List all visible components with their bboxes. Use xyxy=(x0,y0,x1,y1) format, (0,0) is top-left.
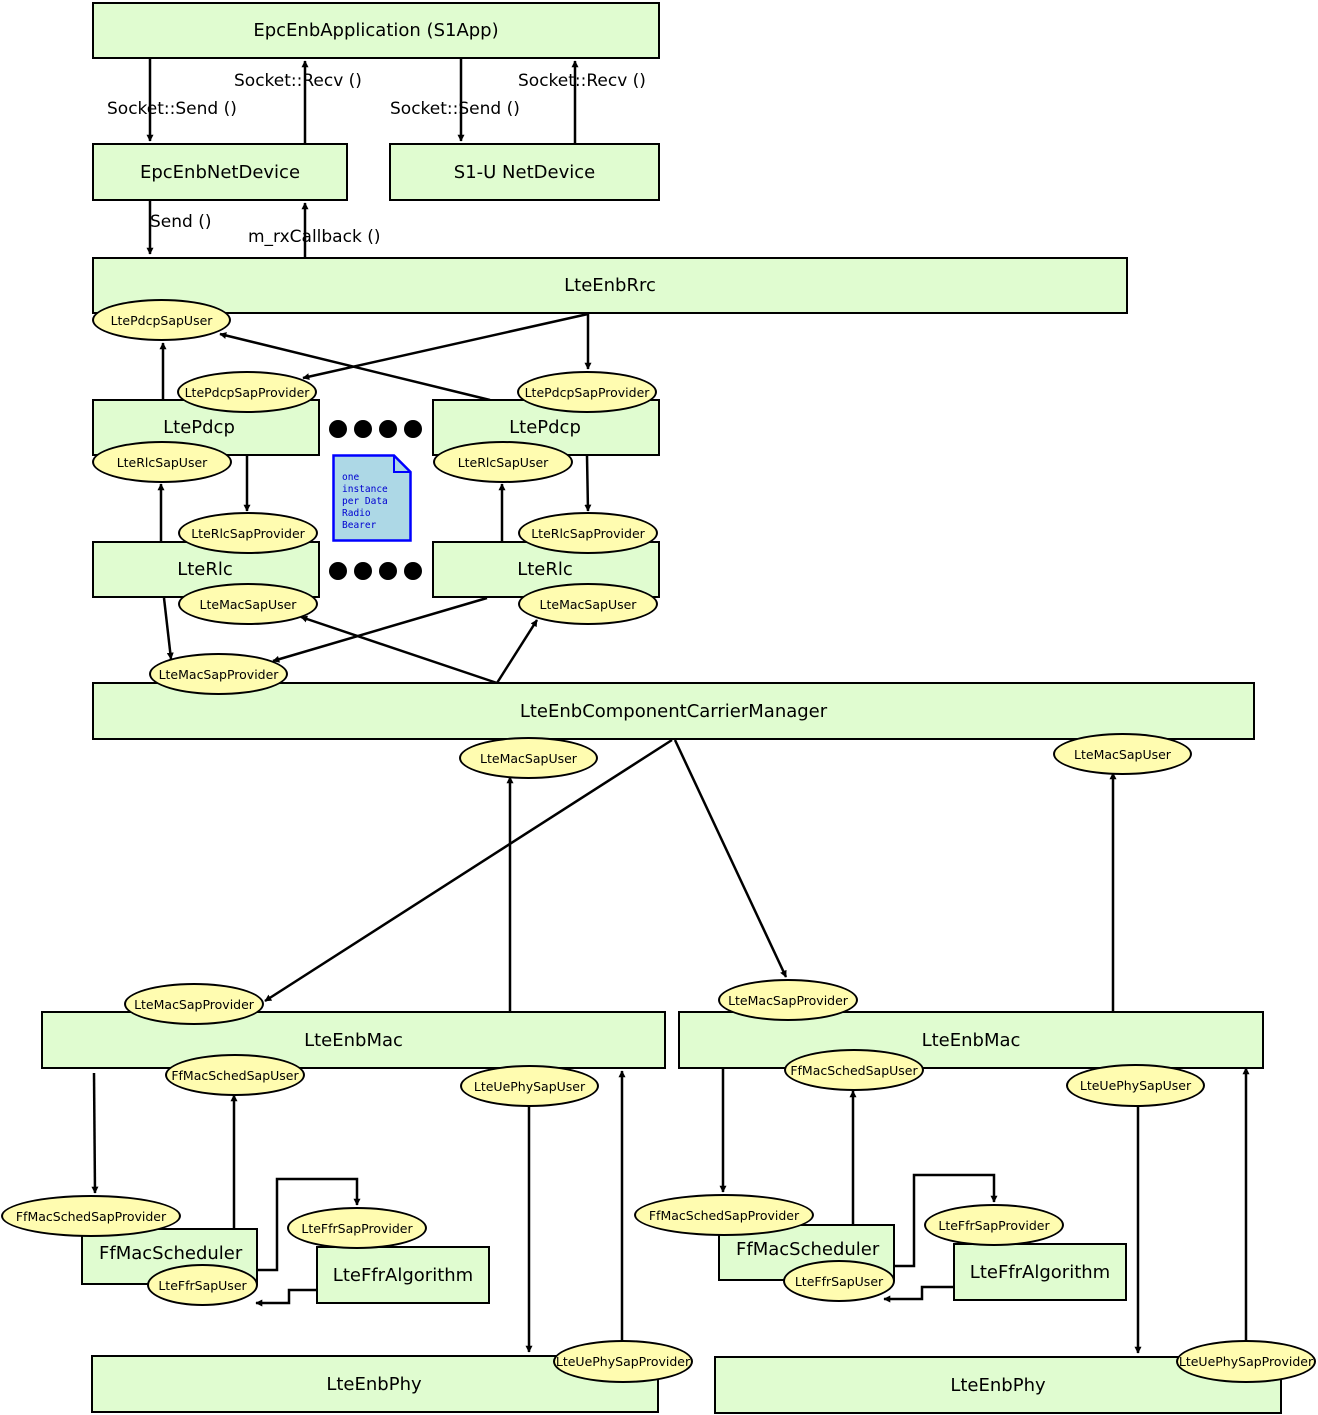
sap-phy-right-provider: LteUePhySapProvider xyxy=(1176,1340,1316,1383)
sap-mac-right-sched-user: FfMacSchedSapUser xyxy=(784,1049,924,1091)
arrow-ccm-to-mac-right xyxy=(673,739,788,978)
dot xyxy=(379,420,397,438)
arrow-pdcp-right-to-rrc xyxy=(219,332,491,402)
arrow-ccm-to-mac-left xyxy=(264,738,673,1003)
sap-rrc-pdcp-user: LtePdcpSapUser xyxy=(92,299,231,341)
box-epc-enb-net-device: EpcEnbNetDevice xyxy=(92,143,348,201)
box-component-carrier-manager: LteEnbComponentCarrierManager xyxy=(92,682,1255,740)
label-socket-recv-left: Socket::Recv () xyxy=(234,71,362,91)
label-socket-send-left: Socket::Send () xyxy=(107,99,237,119)
note-shape xyxy=(332,454,412,542)
box-pdcp-right-label: LtePdcp xyxy=(509,417,581,438)
sap-mac-right-provider: LteMacSapProvider xyxy=(718,979,858,1021)
box-lte-enb-rrc: LteEnbRrc xyxy=(92,257,1128,314)
box-s1app: EpcEnbApplication (S1App) xyxy=(92,2,660,59)
sap-ccm-mac-user-right: LteMacSapUser xyxy=(1053,733,1192,775)
sap-rlc-right-provider: LteRlcSapProvider xyxy=(518,512,658,554)
arrow-ffr-left-to-sched xyxy=(255,1288,316,1307)
sap-ffr-right-provider: LteFfrSapProvider xyxy=(924,1204,1064,1246)
arrow-pdcp-right-to-rlc xyxy=(584,455,592,512)
sap-mac-right-phy-user: LteUePhySapUser xyxy=(1066,1064,1205,1107)
arrow-ffr-right-to-sched xyxy=(883,1285,953,1303)
label-rx-callback: m_rxCallback () xyxy=(248,227,381,247)
label-socket-send-right: Socket::Send () xyxy=(390,99,520,119)
sap-pdcp-left-rlc-user: LteRlcSapUser xyxy=(92,441,232,483)
dot xyxy=(329,562,347,580)
arrow-rlc-right-to-ccm xyxy=(272,596,488,663)
arrow-sched-right-to-ffr xyxy=(895,1173,998,1268)
arrow-sched-left-to-ffr xyxy=(256,1177,361,1272)
box-enb-phy-left-label: LteEnbPhy xyxy=(326,1373,422,1395)
dot xyxy=(354,562,372,580)
ellipsis-dots-rlc xyxy=(329,562,422,580)
box-ffr-right: LteFfrAlgorithm xyxy=(953,1243,1127,1301)
sap-sched-left-provider: FfMacSchedSapProvider xyxy=(1,1195,181,1237)
sap-pdcp-right-rlc-user: LteRlcSapUser xyxy=(433,441,573,483)
sap-mac-left-phy-user: LteUePhySapUser xyxy=(460,1065,599,1107)
box-pdcp-left-label: LtePdcp xyxy=(163,417,235,438)
label-socket-recv-right: Socket::Recv () xyxy=(518,71,646,91)
note-document-icon: one instance per Data Radio Bearer xyxy=(332,454,412,542)
box-scheduler-right-label: FfMacScheduler xyxy=(736,1239,880,1260)
sap-sched-left-ffr-user: LteFfrSapUser xyxy=(147,1264,258,1306)
dot xyxy=(354,420,372,438)
label-send: Send () xyxy=(150,212,212,232)
dot xyxy=(379,562,397,580)
sap-ccm-mac-user-left: LteMacSapUser xyxy=(459,737,598,779)
sap-phy-left-provider: LteUePhySapProvider xyxy=(553,1340,693,1383)
sap-ffr-left-provider: LteFfrSapProvider xyxy=(287,1207,427,1249)
box-rlc-left-label: LteRlc xyxy=(177,559,233,580)
arrow-ccm-to-rlc-right xyxy=(495,619,539,684)
dot xyxy=(329,420,347,438)
arrow-ccm-to-rlc-left xyxy=(300,615,498,685)
box-s1u-net-device: S1-U NetDevice xyxy=(389,143,660,201)
sap-rlc-right-mac-user: LteMacSapUser xyxy=(518,583,658,625)
dot xyxy=(404,562,422,580)
note-text: one instance per Data Radio Bearer xyxy=(342,472,388,531)
sap-sched-right-provider: FfMacSchedSapProvider xyxy=(634,1194,814,1236)
sap-mac-left-provider: LteMacSapProvider xyxy=(124,983,264,1025)
box-enb-mac-left: LteEnbMac xyxy=(41,1011,666,1069)
sap-pdcp-left-provider: LtePdcpSapProvider xyxy=(177,371,317,413)
arrow-mac-left-to-sched xyxy=(91,1072,99,1194)
sap-rlc-left-mac-user: LteMacSapUser xyxy=(178,583,318,625)
sap-pdcp-right-provider: LtePdcpSapProvider xyxy=(517,371,657,413)
ellipsis-dots-pdcp xyxy=(329,420,422,438)
sap-ccm-mac-provider: LteMacSapProvider xyxy=(149,653,288,695)
box-ffr-left: LteFfrAlgorithm xyxy=(316,1246,490,1304)
box-rlc-right-label: LteRlc xyxy=(517,559,573,580)
arrow-rlc-left-to-ccm xyxy=(162,597,174,660)
dot xyxy=(404,420,422,438)
arrow-rrc-to-pdcp-left xyxy=(302,312,589,381)
sap-rlc-left-provider: LteRlcSapProvider xyxy=(178,512,318,554)
sap-mac-left-sched-user: FfMacSchedSapUser xyxy=(165,1054,305,1096)
sap-sched-right-ffr-user: LteFfrSapUser xyxy=(783,1260,895,1302)
box-scheduler-left-label: FfMacScheduler xyxy=(99,1243,243,1264)
